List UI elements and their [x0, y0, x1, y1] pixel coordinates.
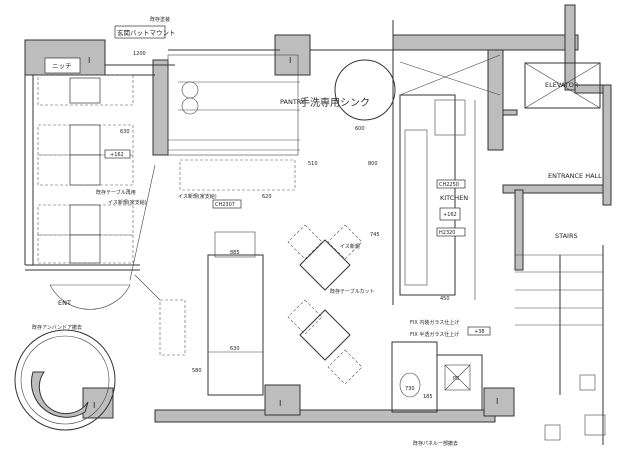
svg-text:I: I [279, 399, 281, 408]
toilet [391, 341, 483, 413]
entrance-mount-label: 玄関バットマウント [117, 28, 176, 37]
niche-label: ニッチ [52, 62, 72, 70]
column-icons: I I I I I [88, 56, 498, 410]
dim-510: 510 [308, 161, 318, 167]
chair-new-note-2: イス新規(家支給) [178, 193, 217, 200]
kitchen-level-badge: +162 [443, 212, 457, 218]
dim-630: 630 [120, 129, 130, 135]
stairs [515, 245, 606, 445]
entrance-label: ENT [58, 299, 71, 307]
chair-new-note: イス新規(家支給) [108, 199, 147, 206]
dim-800: 800 [368, 161, 378, 167]
pantry-counter [167, 54, 396, 191]
entrance-door-note: 既存アンバンドア撤去 [32, 324, 82, 331]
ceiling-height-badge-2: CH2250 [439, 182, 459, 188]
toilet-level-badge: +38 [474, 329, 485, 335]
dim-630b: 630 [230, 346, 240, 352]
pantry-label: PANTRY [280, 98, 305, 106]
entrance-hall-label: ENTRANCE HALL [548, 172, 602, 180]
stairs-label: STAIRS [555, 232, 578, 240]
chair-note-3: イス新規 [340, 243, 360, 250]
dim-580: 580 [192, 368, 202, 374]
panel-note: 既存パネル一部撤去 [413, 440, 458, 447]
height-badge: H2320 [439, 230, 455, 236]
dim-450: 450 [440, 296, 450, 302]
handwritten-note: 手洗専用シンク [300, 96, 370, 109]
kitchen-label: KITCHEN [440, 194, 468, 202]
elevator [524, 62, 601, 109]
seating-area [37, 57, 134, 264]
dim-745: 745 [370, 232, 380, 238]
table-cut-note: 既存テーブルカット [330, 288, 375, 295]
walls [24, 4, 612, 423]
svg-text:I: I [289, 56, 291, 65]
glass-note-2: FIX 半透ガラス仕上げ [410, 331, 459, 338]
svg-text:I: I [496, 397, 498, 406]
svg-text:I: I [88, 56, 90, 65]
dim-185: 185 [423, 394, 433, 400]
dim-620: 620 [262, 194, 272, 200]
center-tables [129, 164, 363, 396]
existing-finish-label: 既存塗装 [150, 16, 170, 23]
dim-600: 600 [355, 126, 365, 132]
level-badge: +162 [110, 152, 124, 158]
dim-885: 885 [230, 250, 240, 256]
ps-label: PS [453, 376, 459, 382]
ceiling-height-badge: CH2307 [215, 202, 235, 208]
kitchen [399, 54, 501, 300]
entrance [14, 284, 131, 431]
elevator-label: ELEVATOR [545, 81, 579, 89]
dim-730: 730 [405, 386, 415, 392]
dim-1200: 1200 [133, 51, 146, 57]
glass-note-1: FIX 内装ガラス仕上げ [410, 319, 459, 326]
svg-text:I: I [93, 401, 95, 410]
table-reuse-note: 既存テーブル再用 [96, 189, 136, 196]
